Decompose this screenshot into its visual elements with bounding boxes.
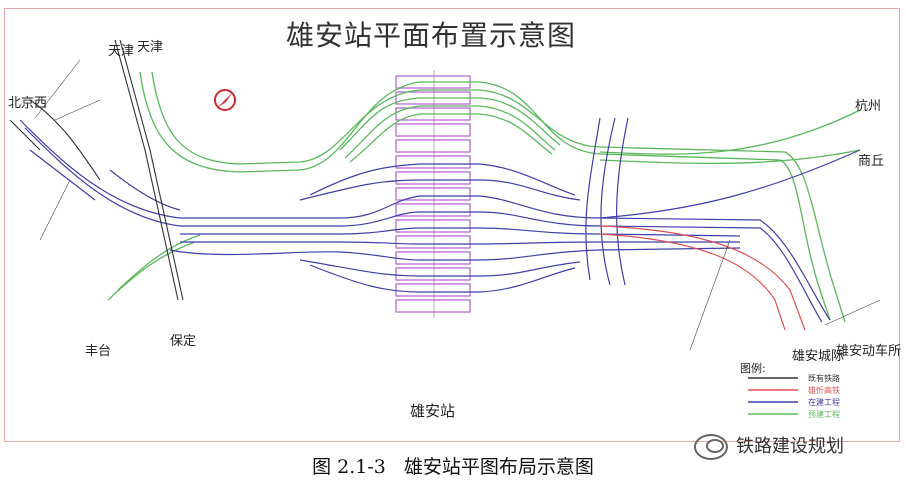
- legend-lines: [748, 377, 798, 415]
- legend-item-xinrail: 雄忻高铁: [808, 386, 840, 395]
- under-construction-tracks: [19, 117, 861, 323]
- label-hangzhou: 杭州: [855, 99, 882, 114]
- watermark-text: 铁路建设规划: [736, 436, 844, 457]
- label-fengtai: 丰台: [85, 344, 112, 359]
- label-beijing-west: 北京西: [8, 96, 48, 111]
- figure-caption-text: 雄安站平图布局示意图: [403, 456, 594, 478]
- existing-tracks: [9, 39, 184, 301]
- label-tianjin-2: 天津: [137, 40, 164, 55]
- label-tianjin-1: 天津: [108, 44, 135, 59]
- pre-construction-tracks: [107, 71, 861, 323]
- platforms: [395, 70, 471, 318]
- legend-item-existing: 既有铁路: [808, 374, 840, 383]
- legend-item-preconstruction: 预建工程: [808, 410, 840, 419]
- figure-caption: 图 2.1-3 雄安站平图布局示意图: [0, 452, 906, 479]
- wechat-icon: [694, 434, 728, 460]
- diagram-title: 雄安站平面布置示意图: [286, 19, 577, 52]
- figure-number: 图 2.1-3: [312, 456, 386, 478]
- diagram-frame: [4, 8, 900, 442]
- station-name: 雄安站: [410, 402, 456, 420]
- north-arrow-icon: [214, 89, 236, 111]
- label-xiongan-depot: 雄安动车所: [836, 344, 902, 359]
- label-shangqiu: 商丘: [858, 154, 885, 169]
- label-baoding: 保定: [170, 334, 197, 349]
- watermark: 铁路建设规划: [694, 432, 844, 460]
- annotation-leaders: [34, 59, 881, 351]
- legend-title: 图例:: [740, 362, 766, 375]
- label-xiongan-city: 雄安城际: [792, 349, 845, 364]
- legend-item-construction: 在建工程: [808, 398, 840, 407]
